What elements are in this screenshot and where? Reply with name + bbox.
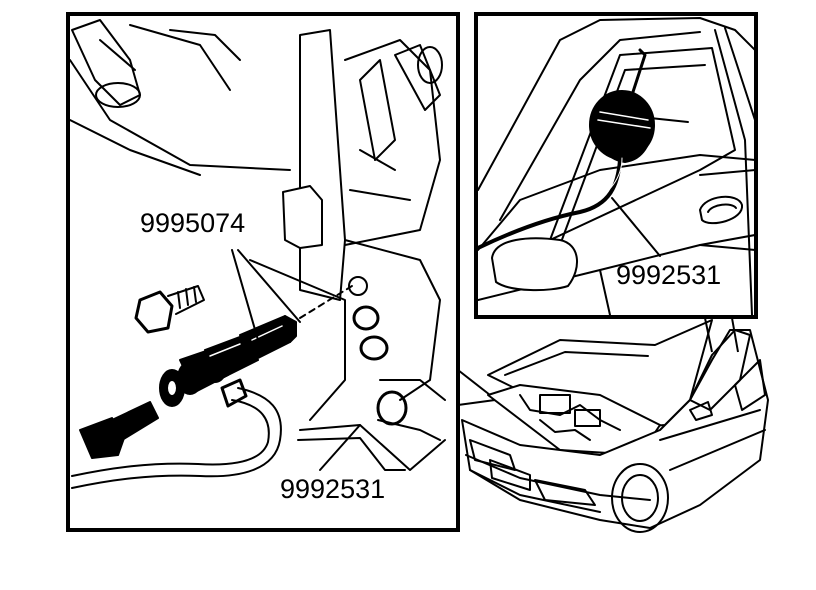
door-handle bbox=[699, 195, 743, 225]
car-front-view bbox=[461, 319, 769, 533]
left-detail-panel: 9995074 9992531 bbox=[66, 12, 460, 532]
door-window-frame bbox=[549, 47, 736, 241]
part-number-label-9992531-right: 9992531 bbox=[616, 260, 721, 290]
hose-coupling bbox=[71, 378, 282, 489]
car-body bbox=[461, 329, 769, 529]
grille bbox=[489, 459, 531, 491]
front-wheel bbox=[611, 463, 669, 533]
headlight-right bbox=[534, 479, 596, 506]
leader-lines bbox=[457, 317, 739, 406]
adapter-tool bbox=[159, 315, 297, 407]
part-number-label-9995074: 9995074 bbox=[140, 208, 245, 238]
long-bolt bbox=[79, 401, 159, 459]
right-detail-panel: 9992531 bbox=[474, 12, 758, 319]
suction-cup-tool bbox=[589, 48, 689, 163]
part-number-label-9992531-left: 9992531 bbox=[280, 474, 385, 504]
side-mirror bbox=[491, 237, 579, 292]
small-bolt bbox=[134, 285, 205, 334]
cable bbox=[478, 158, 622, 250]
